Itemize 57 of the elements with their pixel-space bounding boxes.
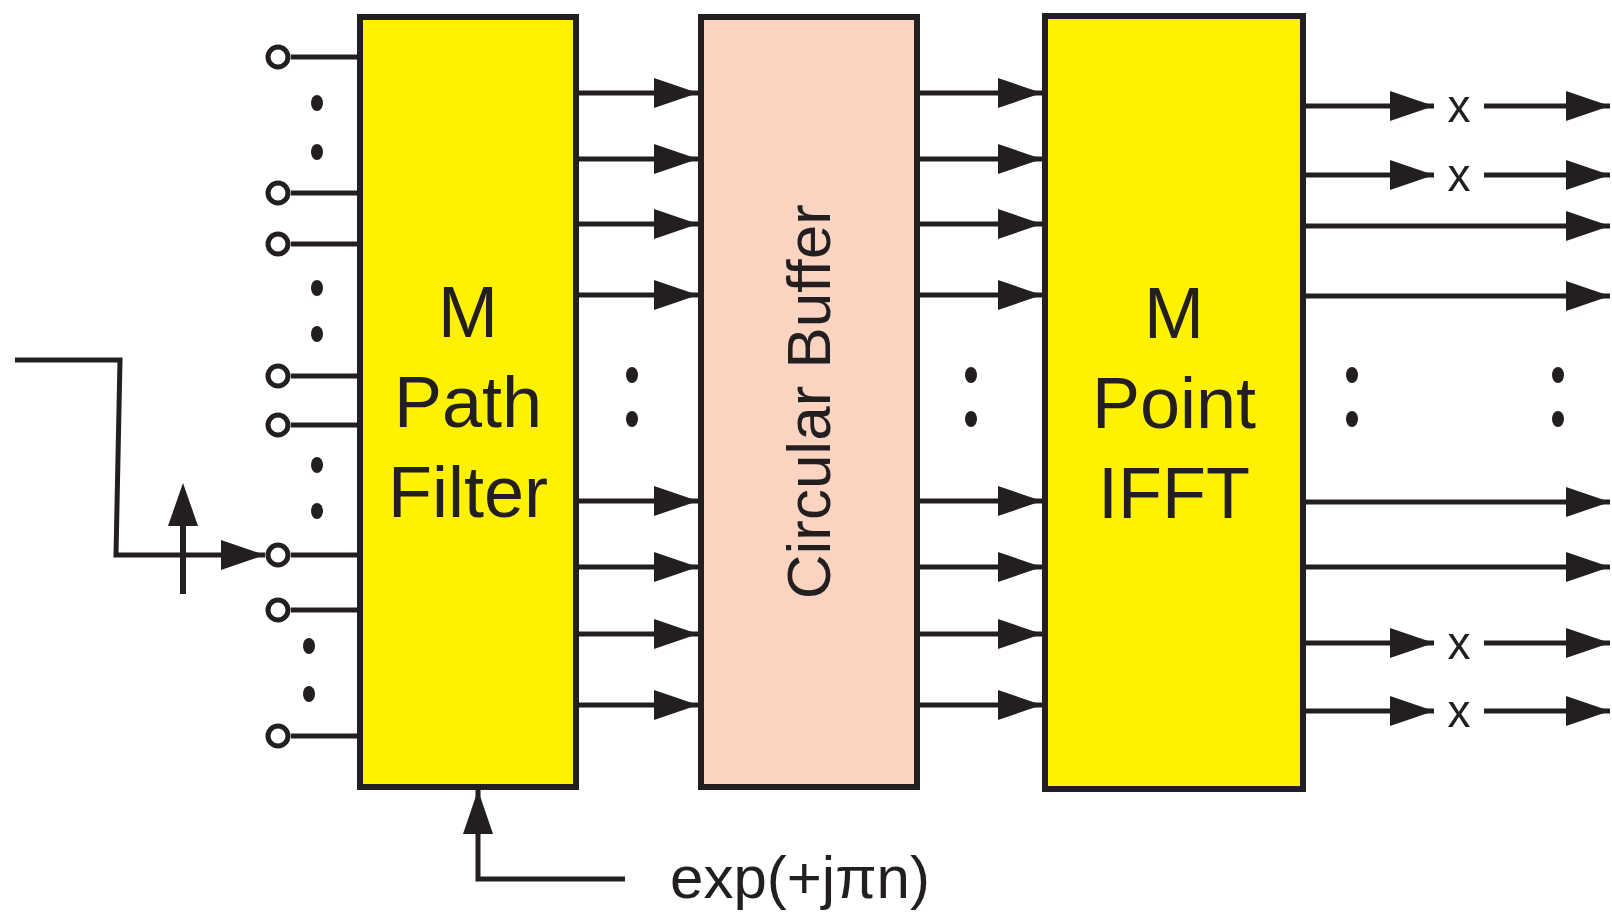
connector-line — [291, 422, 357, 428]
arrow — [1306, 211, 1610, 241]
arrow — [1306, 91, 1434, 121]
connector-line — [291, 733, 357, 739]
arrow — [920, 552, 1042, 582]
multiplier-sign: x — [1434, 151, 1484, 199]
arrow — [920, 280, 1042, 310]
connector-line — [291, 54, 357, 60]
input-port-circle — [265, 597, 291, 623]
arrow — [579, 78, 698, 108]
ifft-block — [1042, 13, 1306, 792]
arrow — [579, 144, 698, 174]
connector-line — [291, 552, 357, 558]
arrow — [1484, 91, 1610, 121]
arrow — [920, 486, 1042, 516]
arrow — [1306, 281, 1610, 311]
arrow — [1484, 160, 1610, 190]
arrow — [579, 690, 698, 720]
input-port-circle — [265, 723, 291, 749]
arrow — [920, 78, 1042, 108]
input-port-circle — [265, 412, 291, 438]
input-port-circle — [265, 44, 291, 70]
filter-block — [357, 14, 579, 790]
arrow — [1306, 487, 1610, 517]
block-label: M Point IFFT — [1090, 271, 1258, 535]
arrow — [920, 144, 1042, 174]
arrow — [920, 209, 1042, 239]
block-label: M Path Filter — [387, 271, 549, 534]
arrow — [920, 619, 1042, 649]
arrow — [1306, 628, 1434, 658]
connector-line — [291, 241, 357, 247]
arrow — [579, 619, 698, 649]
connector-line — [291, 190, 357, 196]
buffer-block — [698, 14, 920, 790]
arrow — [579, 209, 698, 239]
arrow — [1306, 696, 1434, 726]
multiplier-sign: x — [1434, 82, 1484, 130]
connector-line — [291, 607, 357, 613]
arrow — [920, 690, 1042, 720]
phase-label: exp(+jπn) — [625, 836, 975, 920]
arrow — [1306, 552, 1610, 582]
multiplier-sign: x — [1434, 619, 1484, 667]
arrow — [579, 552, 698, 582]
arrow — [579, 280, 698, 310]
block-label: Circular Buffer — [773, 204, 845, 600]
arrow — [1484, 696, 1610, 726]
connector-line — [291, 373, 357, 379]
arrow — [1484, 628, 1610, 658]
input-port-circle — [265, 542, 291, 568]
arrow — [15, 357, 265, 570]
arrow — [579, 486, 698, 516]
arrow — [1306, 160, 1434, 190]
input-port-circle — [265, 231, 291, 257]
input-port-circle — [265, 180, 291, 206]
arrow — [463, 790, 625, 882]
input-port-circle — [265, 363, 291, 389]
multiplier-sign: x — [1434, 687, 1484, 735]
